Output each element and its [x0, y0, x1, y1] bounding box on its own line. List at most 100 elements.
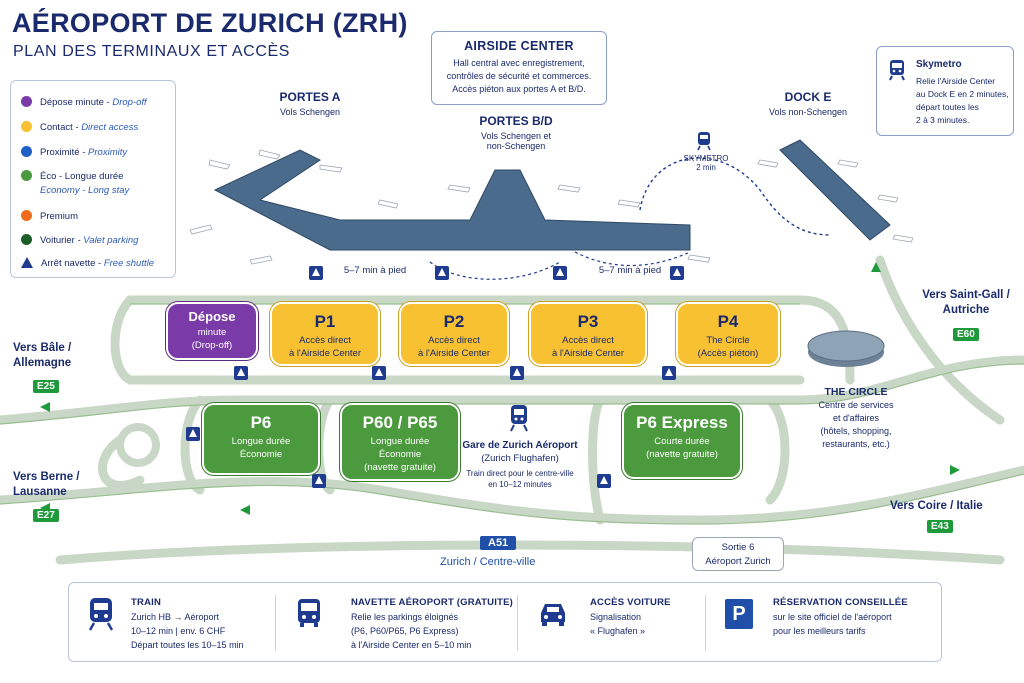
train-station-icon [510, 405, 528, 432]
footer-title: NAVETTE AÉROPORT (GRATUITE) [351, 597, 513, 608]
direction-saint-gall: Vers Saint-Gall / Autriche [918, 288, 1014, 318]
footer-text: pour les meilleurs tarifs [773, 626, 866, 636]
lot-desc: Accès direct [562, 335, 614, 346]
parking-p60-p65[interactable]: P60 / P65 Longue durée Économie (navette… [340, 403, 460, 481]
legend-label-en: Proximity [88, 147, 128, 158]
roundabout [116, 423, 160, 467]
legend-label: Contact - [40, 122, 82, 133]
footer-text: (P6, P60/P65, P6 Express) [351, 626, 459, 636]
airplane-icon [208, 159, 231, 170]
legend-item-proximity: Proximité - Proximity [21, 146, 127, 159]
circle-desc: et d'affaires [832, 413, 880, 423]
parking-p2[interactable]: P2 Accès direct à l'Airside Center [399, 302, 509, 366]
shuttle-stop-icon [435, 266, 449, 280]
lot-desc: (navette gratuite) [646, 449, 718, 460]
legend-item-shuttle: Arrêt navette - Free shuttle [21, 257, 154, 270]
parking-icon: P [725, 599, 753, 629]
legend-label-en: Economy - Long stay [40, 185, 130, 196]
parking-p1[interactable]: P1 Accès direct à l'Airside Center [270, 302, 380, 366]
airplane-icon [447, 184, 471, 193]
footer-reservation: RÉSERVATION CONSEILLÉE sur le site offic… [773, 595, 908, 638]
aircraft-group [189, 149, 914, 265]
lot-desc: (navette gratuite) [364, 462, 436, 473]
circle-title: THE CIRCLE [824, 386, 888, 398]
airplane-icon [319, 164, 343, 173]
arrow-icon [240, 505, 250, 515]
lot-desc: Accès direct [299, 335, 351, 346]
airplane-icon [687, 254, 711, 263]
footer-title: RÉSERVATION CONSEILLÉE [773, 597, 908, 608]
lot-name: P60 / P65 [362, 413, 438, 432]
shuttle-stop-icon [597, 474, 611, 488]
road-sign-e43: E43 [927, 520, 953, 533]
direction-berne: Vers Berne /Lausanne [13, 470, 79, 500]
lot-desc: minute [197, 327, 227, 338]
shuttle-stop-icon [21, 257, 33, 268]
footer-shuttle: NAVETTE AÉROPORT (GRATUITE) Relie les pa… [351, 595, 513, 652]
train-station-label: Gare de Zurich Aéroport (Zurich Flughafe… [452, 440, 588, 489]
shuttle-stop-icon [510, 366, 524, 380]
airside-center-callout: AIRSIDE CENTER Hall central avec enregis… [431, 31, 607, 105]
legend-item-premium: Premium [21, 210, 78, 223]
lot-desc: Longue durée [370, 436, 430, 447]
shuttle-stop-icon [234, 366, 248, 380]
lot-desc: (Drop-off) [191, 340, 233, 351]
shuttle-stop-icon [670, 266, 684, 280]
airside-text: Hall central avec enregistrement, [453, 58, 585, 68]
parking-p6-express[interactable]: P6 Express Courte durée (navette gratuit… [622, 403, 742, 479]
skymetro-text: Relie l'Airside Center [916, 76, 996, 86]
parking-p6[interactable]: P6 Longue durée Économie [202, 403, 320, 475]
dock-e-label: DOCK E Vols non-Schengen [758, 90, 858, 117]
footer-text: sur le site officiel de l'aéroport [773, 612, 892, 622]
direction-label: Vers Saint-Gall / [922, 289, 1010, 301]
arrow-icon [40, 402, 50, 412]
direction-label: Autriche [942, 304, 990, 316]
footer-title: TRAIN [131, 597, 162, 608]
parking-p3[interactable]: P3 Accès direct à l'Airside Center [529, 302, 647, 366]
legend-label: Dépose minute - [40, 97, 113, 108]
road-sign-e27: E27 [33, 509, 59, 522]
divider [517, 595, 518, 651]
terminal-buildings [213, 139, 891, 251]
purple-dot-icon [21, 96, 32, 107]
airplane-icon [258, 149, 281, 160]
legend-item-economy: Éco - Longue durée [21, 170, 123, 183]
footer-title: ACCÈS VOITURE [590, 597, 671, 608]
airside-text: Accès piéton aux portes A et B/D. [452, 84, 586, 94]
the-circle-building [807, 330, 885, 367]
drop-off-zone[interactable]: Dépose minute (Drop-off) [166, 302, 258, 360]
station-desc: Train direct pour le centre-ville [466, 469, 574, 478]
legend-label-en: Free shuttle [103, 258, 155, 269]
lot-desc: Économie [378, 449, 422, 460]
direction-coire: Vers Coire / Italie [890, 500, 983, 512]
legend-label: Éco - Longue durée [40, 171, 124, 182]
parking-p4[interactable]: P4 The Circle (Accès piéton) [676, 302, 780, 366]
direction-label: Lausanne [13, 486, 67, 498]
lot-desc: à l'Airside Center [288, 348, 362, 359]
airplane-icon [557, 184, 581, 193]
legend-label-en: Drop-off [112, 97, 147, 108]
airplane-icon [249, 255, 273, 265]
dock-e-subtitle: Vols non-Schengen [768, 107, 848, 117]
car-icon [541, 604, 565, 626]
airplane-icon [892, 234, 914, 243]
airplane-icon [757, 159, 779, 168]
dock-e-title: DOCK E [784, 90, 832, 104]
page-subtitle: PLAN DES TERMINAUX ET ACCÈS [13, 43, 291, 60]
arrow-icon [950, 465, 960, 475]
gates-a-title: PORTES A [279, 90, 341, 104]
the-circle-label: THE CIRCLE Centre de services et d'affai… [808, 386, 904, 451]
footer-train: TRAIN Zurich HB → Aéroport 10–12 min | e… [131, 595, 244, 652]
station-title: Gare de Zurich Aéroport [462, 440, 578, 451]
exit-label: Aéroport Zurich [705, 556, 771, 567]
lot-desc: Courte durée [654, 436, 710, 447]
airside-text: contrôles de sécurité et commerces. [446, 71, 592, 81]
legend-item-valet: Voiturier - Valet parking [21, 234, 138, 247]
legend-label: Voiturier - [40, 235, 84, 246]
direction-label: Vers Bâle / [13, 342, 72, 354]
exit-label: Sortie 6 [721, 542, 755, 553]
yellow-dot-icon [21, 121, 32, 132]
